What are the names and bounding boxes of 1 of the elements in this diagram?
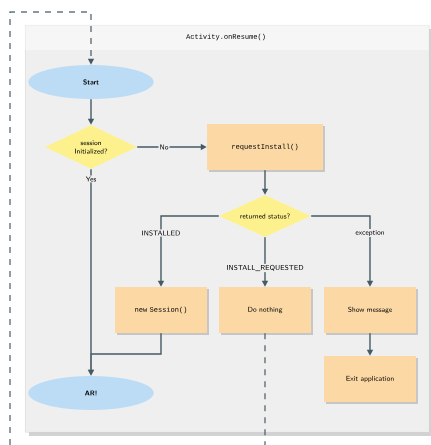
arrow xyxy=(9,11,94,445)
